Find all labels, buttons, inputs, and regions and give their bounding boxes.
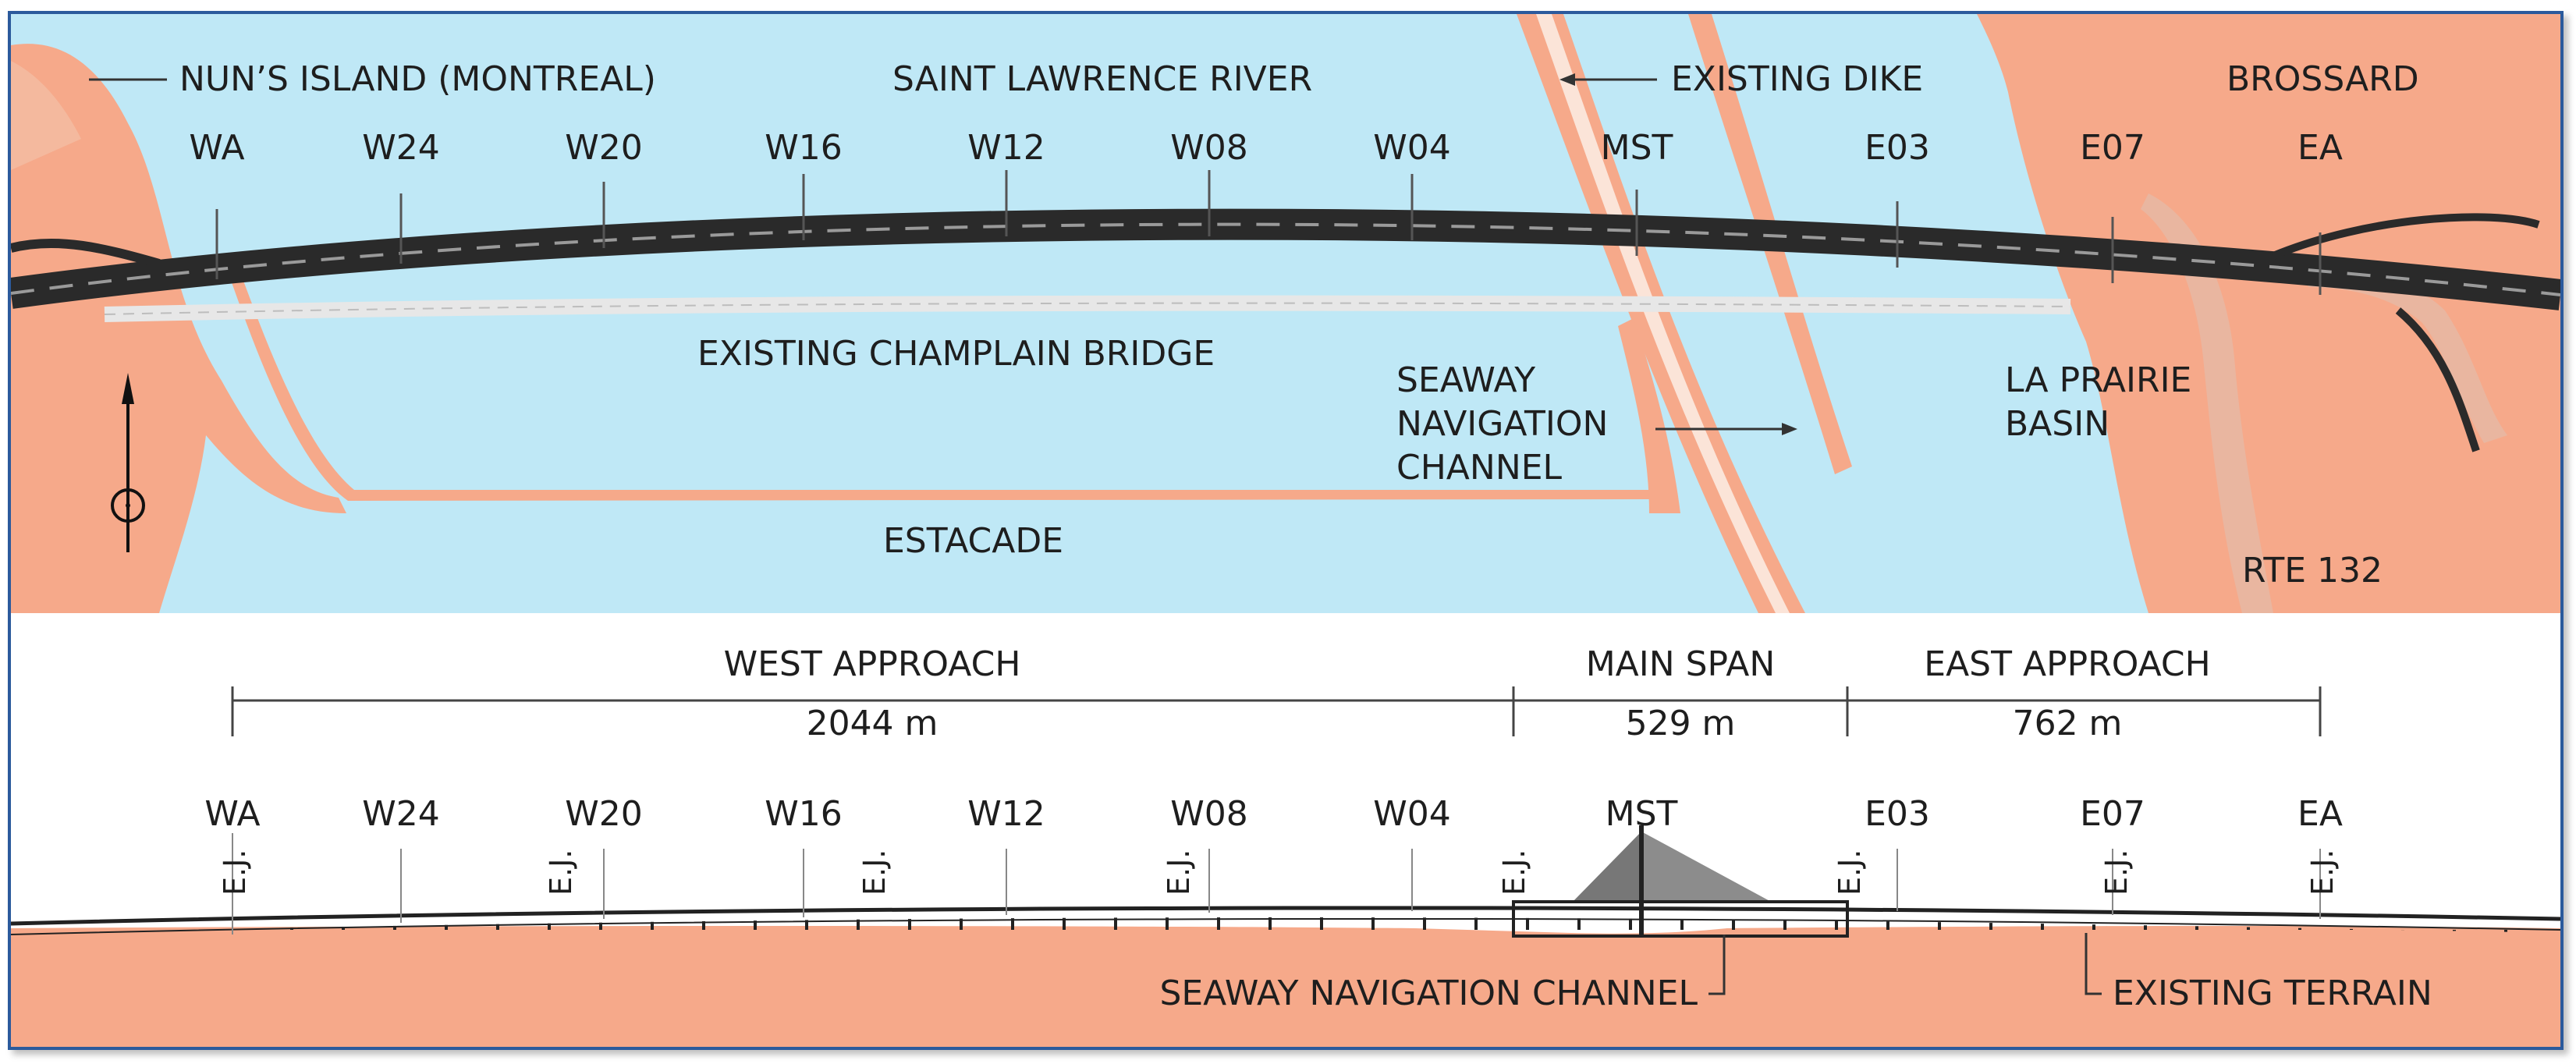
brossard-land bbox=[1977, 14, 2560, 613]
existing-bridge-label: EXISTING CHAMPLAIN BRIDGE bbox=[697, 334, 1215, 374]
elev-pier-label: W16 bbox=[765, 794, 843, 834]
seaway-channel-label: SEAWAY NAVIGATION CHANNEL bbox=[1159, 974, 1698, 1013]
deck-soffit bbox=[11, 917, 2560, 935]
expansion-joint-label: E.J. bbox=[1833, 849, 1867, 896]
nuns-island-detail bbox=[11, 61, 81, 170]
elev-pier-label: E03 bbox=[1865, 794, 1930, 834]
plan-pier-label: W24 bbox=[362, 128, 440, 168]
plan-pier-label: MST bbox=[1601, 128, 1673, 168]
elev-pier-label: W12 bbox=[967, 794, 1045, 834]
existing-terrain-leader bbox=[2085, 933, 2102, 995]
plan-pier-marks bbox=[215, 170, 2322, 295]
east-approach-label: EAST APPROACH bbox=[1924, 644, 2210, 684]
west-approach-label: WEST APPROACH bbox=[724, 644, 1021, 684]
plan-pier-label: W20 bbox=[565, 128, 643, 168]
elev-pier-label: W08 bbox=[1170, 794, 1248, 834]
figure-frame: NUN’S ISLAND (MONTREAL) SAINT LAWRENCE R… bbox=[8, 11, 2564, 1050]
plan-pier-label: W08 bbox=[1170, 128, 1248, 168]
plan-pier-label: E03 bbox=[1865, 128, 1930, 168]
expansion-joint-label: E.J. bbox=[544, 849, 578, 896]
seaway-west-shoulder bbox=[1618, 318, 1680, 513]
existing-dike-label: EXISTING DIKE bbox=[1671, 59, 1923, 99]
rte-132-label: RTE 132 bbox=[2242, 551, 2383, 591]
north-arrow-icon bbox=[111, 373, 145, 552]
nuns-island-label: NUN’S ISLAND (MONTREAL) bbox=[179, 59, 656, 99]
expansion-joint-label: E.J. bbox=[218, 849, 252, 896]
main-span-length: 529 m bbox=[1626, 704, 1736, 743]
seaway-channel-leader bbox=[1708, 935, 1726, 995]
west-approach-length: 2044 m bbox=[807, 704, 939, 743]
elev-pier-label: W20 bbox=[565, 794, 643, 834]
plan-view: NUN’S ISLAND (MONTREAL) SAINT LAWRENCE R… bbox=[11, 14, 2560, 613]
elev-pier-label: W24 bbox=[362, 794, 440, 834]
existing-terrain-label: EXISTING TERRAIN bbox=[2113, 974, 2432, 1013]
seaway-arrow bbox=[1782, 423, 1797, 435]
plan-pier-label: WA bbox=[189, 128, 244, 168]
plan-pier-label: W12 bbox=[967, 128, 1045, 168]
expansion-joint-label: E.J. bbox=[2099, 849, 2134, 896]
expansion-joint-label: E.J. bbox=[2305, 849, 2340, 896]
east-approach-length: 762 m bbox=[2013, 704, 2123, 743]
estacade-label: ESTACADE bbox=[883, 521, 1063, 561]
elev-pier-label: W04 bbox=[1373, 794, 1451, 834]
seaway-label-3: CHANNEL bbox=[1396, 448, 1563, 488]
deck-profile bbox=[11, 906, 2560, 926]
plan-pier-label: E07 bbox=[2080, 128, 2145, 168]
plan-pier-label: W04 bbox=[1373, 128, 1451, 168]
brossard-label: BROSSARD bbox=[2227, 59, 2419, 99]
river-label: SAINT LAWRENCE RIVER bbox=[892, 59, 1312, 99]
elev-pier-label: E07 bbox=[2080, 794, 2145, 834]
expansion-joint-label: E.J. bbox=[857, 849, 892, 896]
existing-dike-arrow bbox=[1559, 73, 1575, 86]
elevation-view: WEST APPROACH 2044 m MAIN SPAN 529 m EAS… bbox=[11, 644, 2560, 1047]
plan-pier-label: W16 bbox=[765, 128, 843, 168]
elev-pier-label: EA bbox=[2297, 794, 2343, 834]
rte-132-road bbox=[2141, 193, 2273, 613]
existing-terrain bbox=[11, 926, 2560, 1047]
la-prairie-label-2: BASIN bbox=[2005, 404, 2109, 444]
plan-pier-label: EA bbox=[2297, 128, 2343, 168]
pier-centerlines bbox=[232, 833, 2321, 935]
east-ramp bbox=[2272, 213, 2540, 260]
nuns-island-land bbox=[11, 44, 346, 613]
existing-bridge-joints bbox=[104, 302, 2071, 315]
pylon-cables-east bbox=[1641, 832, 1774, 903]
west-ramp bbox=[11, 238, 161, 268]
expansion-joint-label: E.J. bbox=[1497, 849, 1531, 896]
elev-pier-label: MST bbox=[1606, 794, 1678, 834]
seaway-label-2: NAVIGATION bbox=[1396, 404, 1608, 444]
elev-pier-label: WA bbox=[204, 794, 260, 834]
pylon-cables-west bbox=[1571, 832, 1641, 903]
pier-columns bbox=[290, 917, 2507, 932]
seaway-label-1: SEAWAY bbox=[1396, 360, 1535, 400]
new-bridge-lane-marks bbox=[11, 222, 2560, 296]
seaway-dike bbox=[1517, 14, 1805, 613]
la-prairie-label-1: LA PRAIRIE bbox=[2005, 360, 2191, 400]
bridge-figure: NUN’S ISLAND (MONTREAL) SAINT LAWRENCE R… bbox=[11, 14, 2560, 1047]
east-ramp-south bbox=[2395, 307, 2480, 452]
seaway-dike-road bbox=[1536, 14, 1790, 613]
main-span-box bbox=[1512, 900, 1849, 938]
main-span-label: MAIN SPAN bbox=[1586, 644, 1776, 684]
expansion-joint-label: E.J. bbox=[1162, 849, 1196, 896]
